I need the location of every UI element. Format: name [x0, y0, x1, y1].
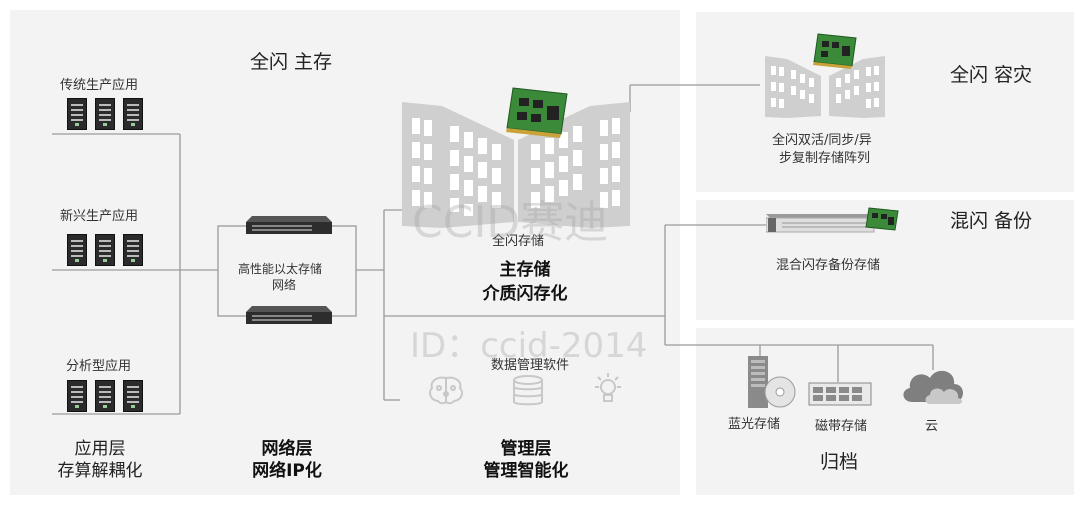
disaster-recovery-title: 全闪 容灾 [950, 64, 1033, 86]
app-label-analytics: 分析型应用 [66, 359, 132, 374]
network-layer-line1: 网络层 [261, 439, 313, 459]
network-switch-icon [246, 216, 332, 234]
cloud-label: 云 [925, 419, 939, 434]
archive-panel [696, 328, 1074, 495]
tape-storage-label: 磁带存储 [815, 419, 868, 434]
tape-library-icon [808, 382, 872, 406]
brain-icon [429, 376, 463, 405]
ssd-card-icon [865, 207, 899, 231]
disaster-recovery-panel [696, 12, 1074, 192]
archive-title: 归档 [820, 451, 859, 473]
network-layer-line2: 网络IP化 [252, 461, 322, 481]
main-storage-heading-line1: 主存储 [499, 260, 551, 280]
ssd-card-icon [506, 87, 568, 138]
management-layer-line2: 管理智能化 [483, 461, 569, 481]
all-flash-storage-label: 全闪存储 [492, 234, 545, 249]
app-layer-line1: 应用层 [74, 439, 126, 459]
watermark-ccid: CCID赛迪 [412, 197, 609, 248]
app-label-emerging: 新兴生产应用 [60, 209, 139, 224]
main-storage-heading-line2: 介质闪存化 [482, 284, 568, 304]
switch-label-line2: 网络 [272, 278, 297, 292]
cloud-icon [903, 370, 963, 404]
dr-array-label-line2: 步复制存储阵列 [779, 151, 871, 166]
database-icon [513, 375, 543, 406]
hybrid-backup-title: 混闪 备份 [950, 210, 1033, 232]
app-label-traditional: 传统生产应用 [60, 78, 139, 93]
hybrid-storage-icon [766, 214, 878, 233]
main-storage-title: 全闪 主存 [250, 51, 333, 73]
storage-array-icon [765, 56, 885, 118]
hybrid-backup-storage-label: 混合闪存备份存储 [776, 258, 881, 273]
dr-array-label-line1: 全闪双活/同步/异 [772, 133, 872, 148]
watermark-id: ID：ccid-2014 [410, 326, 648, 366]
bluray-disc-icon [748, 356, 796, 408]
bluray-storage-label: 蓝光存储 [728, 417, 781, 432]
data-management-software-label: 数据管理软件 [491, 358, 570, 373]
lightbulb-icon [595, 373, 621, 402]
ssd-card-icon [813, 33, 857, 69]
management-layer-line1: 管理层 [500, 439, 552, 459]
switch-label-line1: 高性能以太存储 [238, 262, 323, 276]
network-switch-icon [246, 306, 332, 324]
app-layer-line2: 存算解耦化 [57, 461, 143, 481]
